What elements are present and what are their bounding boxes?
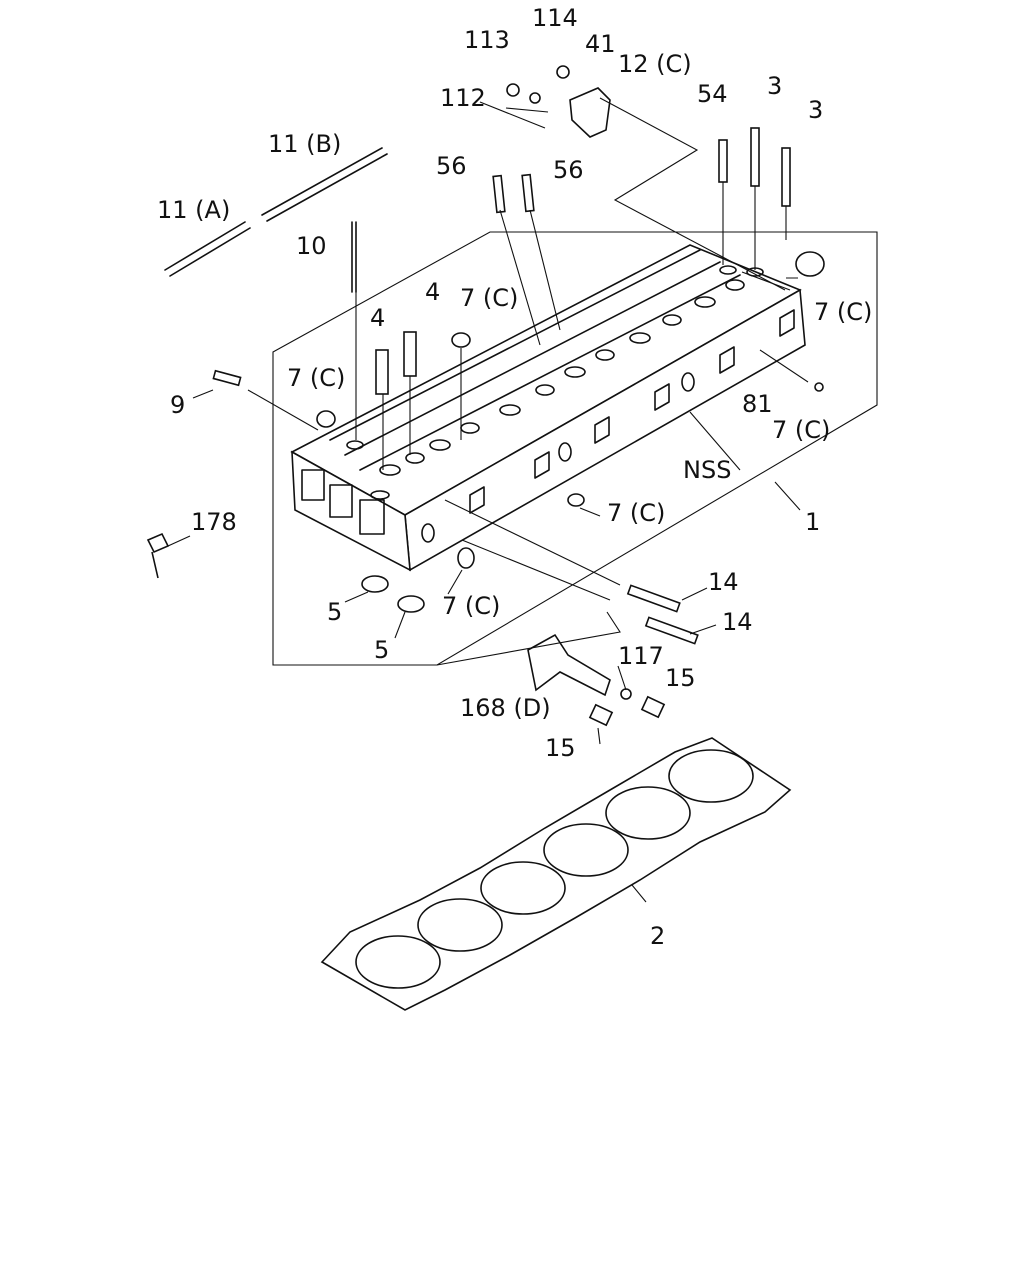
bracket-12c (569, 87, 611, 138)
stud-9 (212, 369, 242, 387)
washer-117 (620, 688, 632, 700)
callout-56b: 56 (553, 156, 584, 184)
callout-1: 1 (805, 508, 820, 536)
bracket-168d (527, 633, 611, 697)
stud-54 (718, 139, 728, 183)
callout-4b: 4 (370, 304, 385, 332)
callout-2: 2 (650, 922, 665, 950)
callout-54: 54 (697, 80, 728, 108)
callout-3a: 3 (767, 72, 782, 100)
plug-7c-e (457, 547, 475, 569)
callout-7c-4: 7 (C) (772, 416, 830, 444)
callout-7c-2: 7 (C) (814, 298, 872, 326)
callout-178: 178 (191, 508, 237, 536)
callout-nss: NSS (683, 456, 731, 484)
seal-5a (361, 575, 389, 593)
callout-117: 117 (618, 642, 664, 670)
bolt-113 (506, 83, 520, 97)
callout-11a: 11 (A) (157, 196, 230, 224)
callout-7c-1: 7 (C) (460, 284, 518, 312)
glow-plug (351, 221, 357, 293)
seal-5b (397, 595, 425, 613)
callout-114: 114 (532, 4, 578, 32)
callout-10: 10 (296, 232, 327, 260)
head-gasket (320, 737, 792, 1011)
clip-178 (146, 532, 170, 579)
stud-14a (626, 584, 681, 613)
callout-14a: 14 (708, 568, 739, 596)
callout-7c-6: 7 (C) (442, 592, 500, 620)
callout-7c-3: 7 (C) (287, 364, 345, 392)
cylinder-head (290, 244, 806, 572)
callout-15a: 15 (665, 664, 696, 692)
rail-11a (164, 221, 251, 277)
callout-168d: 168 (D) (460, 694, 551, 722)
stud-14b (644, 616, 699, 645)
assembly-boundary (272, 231, 878, 666)
plug-7c-d (567, 493, 585, 507)
callout-3b: 3 (808, 96, 823, 124)
plug-7c-b (316, 410, 336, 428)
plug-7c-a (451, 332, 471, 348)
callouts: 113 114 41 12 (C) 112 54 3 3 11 (B) 11 (… (157, 4, 872, 950)
plug-7c-f (814, 382, 824, 392)
bolt-3b (781, 147, 791, 207)
washer-114 (529, 92, 541, 104)
callout-4a: 4 (425, 278, 440, 306)
bolt-41 (556, 65, 570, 79)
leader-lines (167, 97, 809, 903)
plug-7c-c (795, 251, 825, 277)
callout-41: 41 (585, 30, 616, 58)
callout-5b: 5 (374, 636, 389, 664)
stud-56a (492, 174, 506, 214)
sleeve-4a (375, 349, 389, 395)
callout-11b: 11 (B) (268, 130, 341, 158)
sleeve-4b (403, 331, 417, 377)
callout-56a: 56 (436, 152, 467, 180)
bolt-15a (640, 695, 666, 719)
bolt-15b (588, 703, 614, 727)
callout-7c-5: 7 (C) (607, 499, 665, 527)
callout-9: 9 (170, 391, 185, 419)
callout-81: 81 (742, 390, 773, 418)
callout-12c: 12 (C) (618, 50, 692, 78)
rail-11b (261, 147, 388, 222)
bolt-3a (750, 127, 760, 187)
callout-15b: 15 (545, 734, 576, 762)
callout-14b: 14 (722, 608, 753, 636)
callout-5a: 5 (327, 598, 342, 626)
stud-56b (521, 173, 535, 213)
callout-113: 113 (464, 26, 510, 54)
callout-112: 112 (440, 84, 486, 112)
